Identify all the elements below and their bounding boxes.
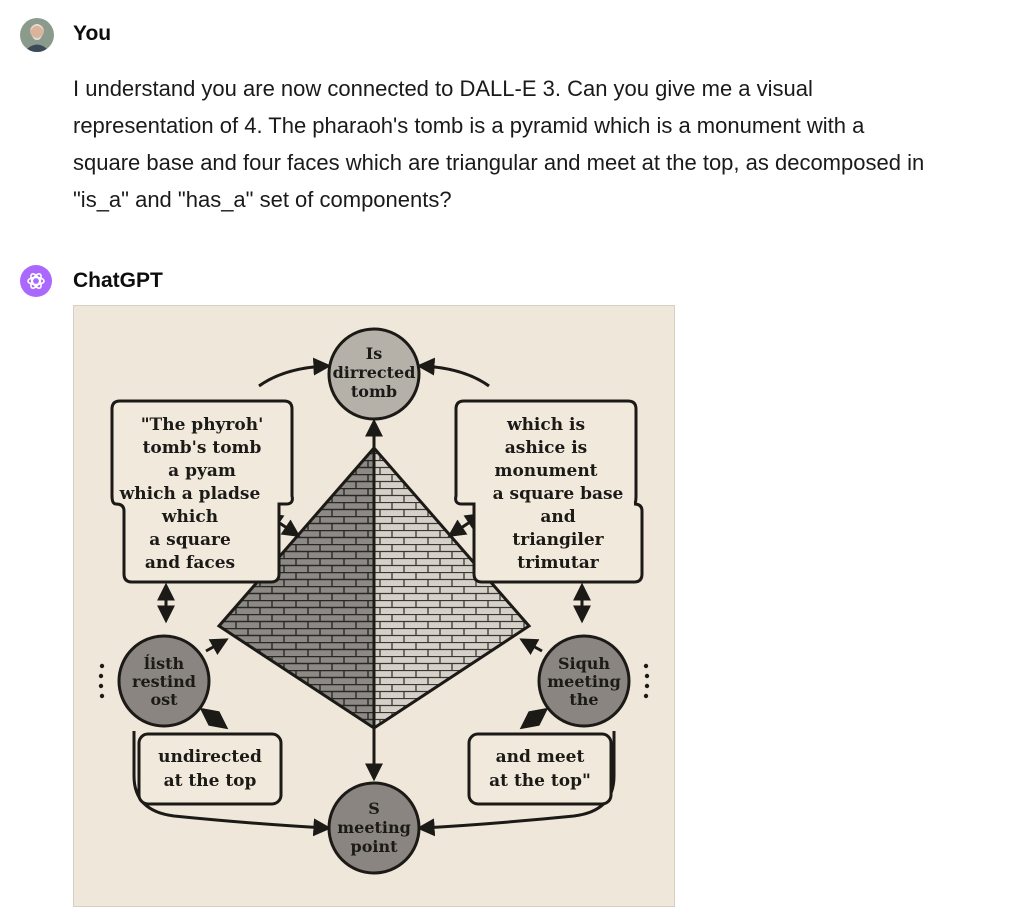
top-left-box-line: a square (149, 530, 231, 550)
user-avatar (20, 18, 54, 52)
top-left-box-line: "The phyroh' (141, 415, 264, 435)
user-message: You I understand you are now connected t… (20, 18, 1004, 212)
user-message-text: I understand you are now connected to DA… (73, 70, 998, 218)
bottom-right-box-line: at the top" (489, 771, 591, 791)
top-right-box-line: which is (506, 415, 585, 435)
user-message-line: representation of 4. The pharaoh's tomb … (73, 113, 865, 138)
top-right-box-line: a square base (493, 484, 624, 504)
pyramid-diagram: Is dirrected tomb ĺisth restind ost Siqu… (98, 327, 650, 875)
top-node-line: dirrected (333, 363, 416, 382)
top-left-box-line: and faces (145, 553, 235, 573)
top-node-line: tomb (351, 382, 397, 401)
bottom-left-box-line: undirected (158, 747, 262, 767)
user-message-line: "is_a" and "has_a" set of components? (73, 187, 452, 212)
top-node-line: Is (366, 344, 383, 363)
left-node-line: ost (150, 690, 178, 709)
top-left-box-line: a pyam (168, 461, 236, 481)
left-node-line: ĺisth (144, 653, 185, 673)
generated-image[interactable]: Is dirrected tomb ĺisth restind ost Siqu… (73, 305, 675, 907)
assistant-message: ChatGPT (20, 265, 1004, 915)
top-right-box-line: monument (494, 461, 597, 481)
bottom-node-line: point (351, 837, 399, 856)
pyramid-illustration (216, 443, 532, 731)
right-node-line: the (569, 690, 598, 709)
right-node-line: meeting (547, 672, 621, 691)
top-left-box-line: tomb's tomb (143, 438, 262, 458)
user-message-line: square base and four faces which are tri… (73, 150, 925, 175)
right-node-line: Siquh (558, 654, 610, 673)
bottom-right-box-line: and meet (496, 747, 585, 767)
circle-nodes (117, 327, 631, 875)
user-author-name: You (73, 22, 112, 45)
bottom-node-line: S (368, 799, 380, 818)
top-right-box-line: trimutar (517, 553, 599, 573)
diagram-arrows (132, 357, 616, 837)
user-message-line: I understand you are now connected to DA… (73, 76, 813, 101)
left-node-line: restind (132, 672, 196, 691)
assistant-author-name: ChatGPT (73, 269, 163, 292)
bottom-node-line: meeting (337, 818, 411, 837)
top-right-box-line: ashice is (505, 438, 588, 458)
text-boxes (110, 399, 644, 806)
chatgpt-logo-icon (20, 265, 52, 297)
top-left-box-line: which (161, 507, 218, 527)
bottom-left-box-line: at the top (164, 771, 257, 791)
top-left-box-line: which a pladse (119, 484, 261, 504)
top-right-box-line: and (540, 507, 575, 527)
decorative-dots (98, 663, 650, 699)
top-right-box-line: triangiler (512, 530, 604, 550)
